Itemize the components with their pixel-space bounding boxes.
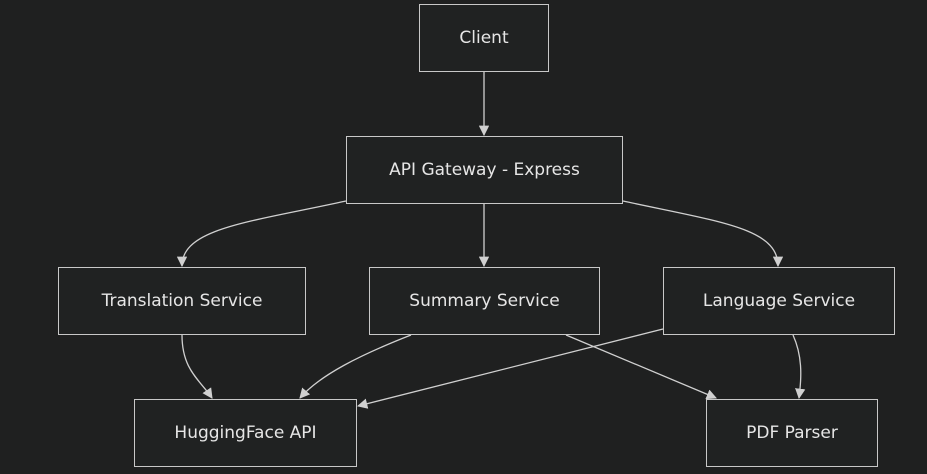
node-huggingface-api[interactable]: HuggingFace API: [134, 399, 357, 467]
node-api-gateway[interactable]: API Gateway - Express: [346, 136, 623, 204]
node-api-gateway-label: API Gateway - Express: [389, 160, 580, 180]
node-pdf-parser[interactable]: PDF Parser: [706, 399, 878, 467]
edge-language-to-hugging: [356, 328, 664, 409]
node-summary-service[interactable]: Summary Service: [369, 267, 600, 335]
edge-translation-to-hugging: [181, 334, 213, 399]
node-language-service-label: Language Service: [702, 291, 856, 311]
edge-language-to-pdf: [792, 334, 806, 400]
node-huggingface-api-label: HuggingFace API: [174, 423, 317, 443]
node-translation-service-label: Translation Service: [101, 291, 263, 311]
node-summary-service-label: Summary Service: [409, 291, 560, 311]
edge-summary-to-pdf: [565, 334, 717, 400]
node-language-service[interactable]: Language Service: [663, 267, 895, 335]
edge-gateway-to-translation: [176, 200, 347, 268]
edge-summary-to-hugging: [299, 334, 412, 399]
node-pdf-parser-label: PDF Parser: [746, 423, 838, 443]
node-translation-service[interactable]: Translation Service: [58, 267, 306, 335]
edge-gateway-to-language: [622, 200, 784, 268]
node-client-label: Client: [459, 28, 509, 48]
node-client[interactable]: Client: [419, 4, 549, 72]
